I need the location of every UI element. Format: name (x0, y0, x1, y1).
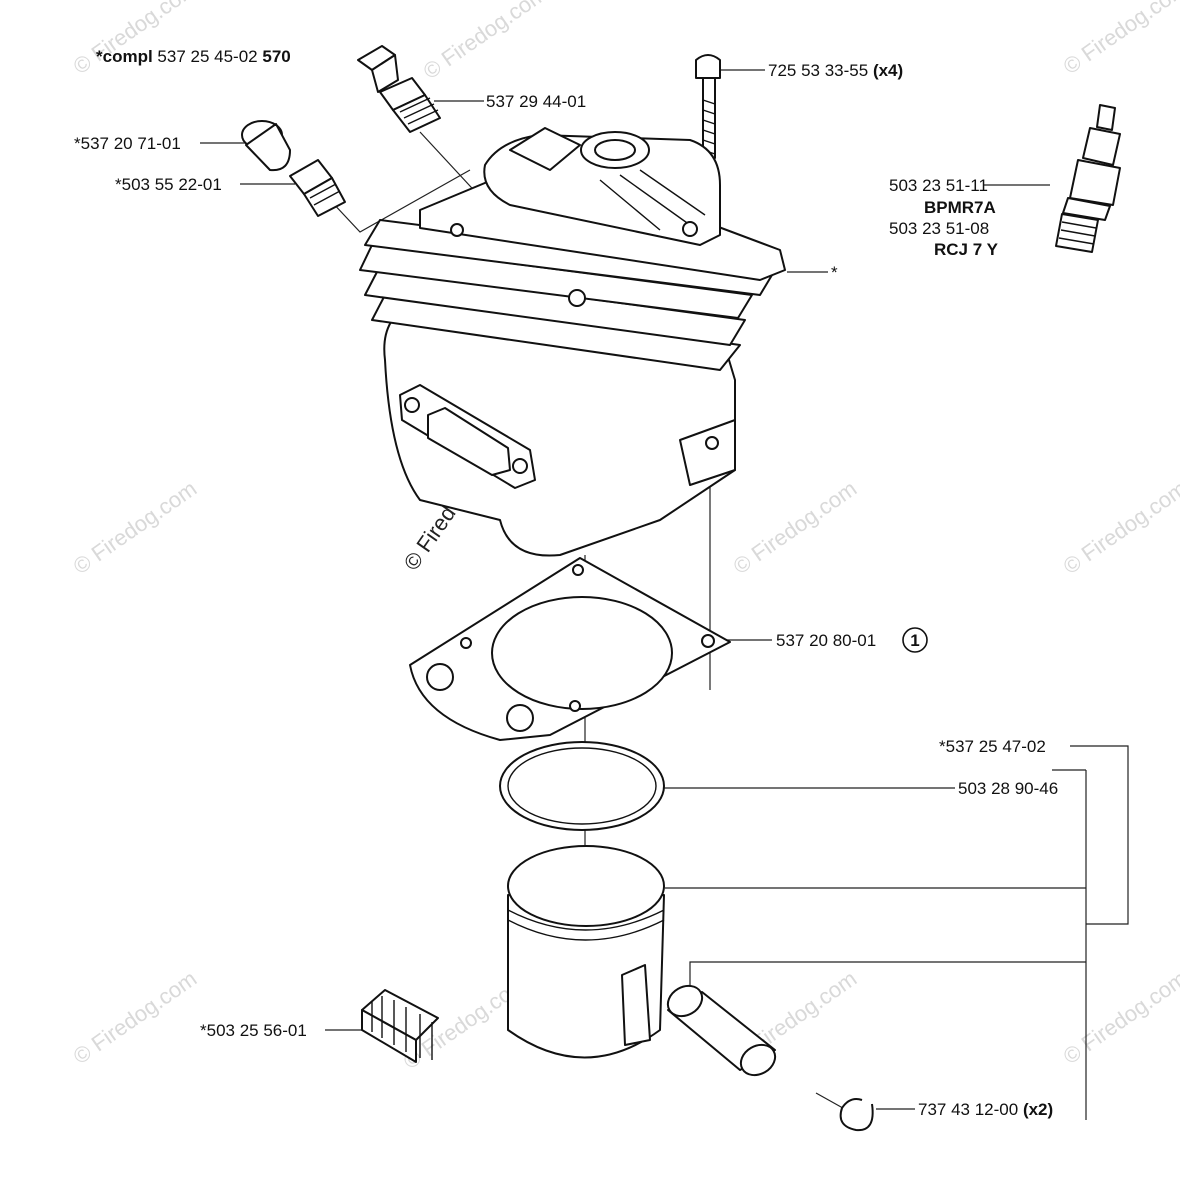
watermark-2: © Firedog.com (419, 0, 552, 84)
watermark-6: © Firedog.com (1059, 476, 1180, 579)
piston-icon[interactable] (507, 845, 665, 1059)
labels: *compl 537 25 45-02 570 537 29 44-01 *53… (74, 47, 1058, 1119)
spark-plug-2-label[interactable]: 503 23 51-08 (889, 219, 989, 238)
decompression-valve-label[interactable]: 537 29 44-01 (486, 92, 586, 111)
watermark-4: © Firedog.com (69, 476, 202, 579)
cap-label[interactable]: *537 20 71-01 (74, 134, 181, 153)
gasket-label[interactable]: 537 20 80-01 (776, 631, 876, 650)
screw-label[interactable]: 725 53 33-55 (x4) (768, 61, 903, 80)
plug-icon[interactable] (289, 159, 346, 217)
watermark-10: © Firedog.com (1059, 966, 1180, 1069)
watermark-3: © Firedog.com (1059, 0, 1180, 79)
gasket-ref-number: 1 (910, 631, 919, 650)
cylinder-star-label[interactable]: * (831, 263, 838, 282)
leader-lines (200, 69, 1129, 1120)
needle-bearing-label[interactable]: *503 25 56-01 (200, 1021, 307, 1040)
rubber-cap-icon[interactable] (241, 120, 291, 172)
needle-bearing-icon[interactable] (361, 989, 439, 1063)
spark-plug-2-type: RCJ 7 Y (934, 240, 999, 259)
gasket-ref-badge: 1 (902, 627, 928, 653)
cylinder-gasket-icon[interactable] (409, 557, 731, 741)
spark-plug-1-type: BPMR7A (924, 198, 996, 217)
cylinder-screw-icon[interactable] (695, 54, 721, 159)
compl-label[interactable]: *compl 537 25 45-02 570 (96, 47, 291, 66)
plug-label[interactable]: *503 55 22-01 (115, 175, 222, 194)
watermark-5: © Firedog.com (729, 476, 862, 579)
circlip-label[interactable]: 737 43 12-00 (x2) (918, 1100, 1053, 1119)
circlip-icon[interactable] (839, 1098, 874, 1132)
cylinder-icon[interactable] (359, 127, 786, 557)
piston-ring-icon[interactable] (499, 741, 665, 831)
spark-plug-1-label[interactable]: 503 23 51-11 (889, 176, 988, 195)
piston-pin-icon[interactable] (662, 980, 780, 1081)
decompression-valve-icon[interactable] (357, 45, 441, 133)
spark-plug-icon[interactable] (1055, 104, 1121, 253)
piston-set-label[interactable]: *537 25 47-02 (939, 737, 1046, 756)
watermark-7: © Firedog.com (69, 966, 202, 1069)
piston-ring-label[interactable]: 503 28 90-46 (958, 779, 1058, 798)
watermark-1: © Firedog.com (69, 0, 202, 79)
